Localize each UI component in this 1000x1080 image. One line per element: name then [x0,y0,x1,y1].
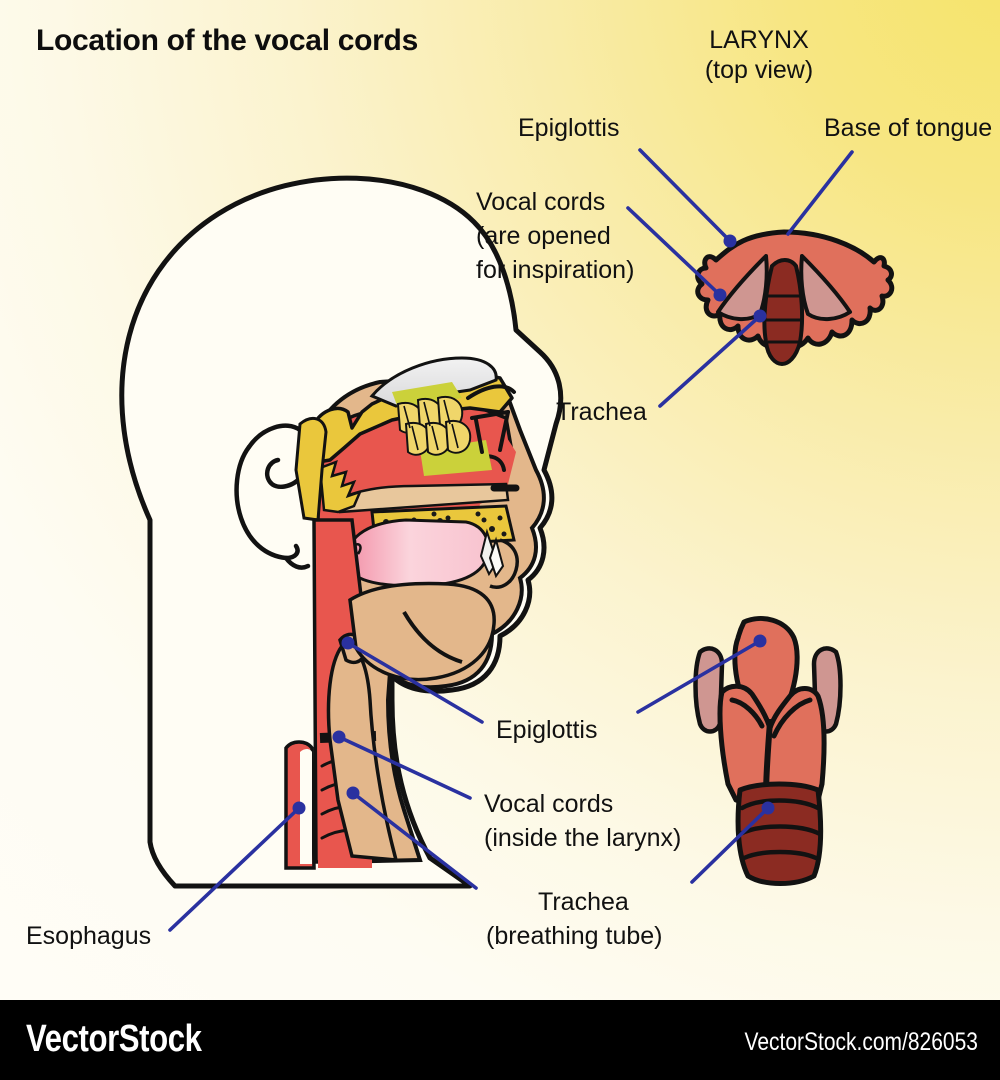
label-trachea-bottom-line2: (breathing tube) [486,922,663,950]
label-epiglottis-top: Epiglottis [518,114,620,142]
label-vocal-cords-open-line3: for inspiration) [476,256,635,284]
label-trachea-bottom-line1: Trachea [538,888,629,916]
larynx-heading-line2: (top view) [704,56,814,84]
vectorstock-logo: VectorStock [26,1018,202,1060]
larynx-heading-line1: LARYNX [709,26,809,54]
label-base-of-tongue: Base of tongue [824,114,993,142]
label-trachea-top: Trachea [556,398,647,426]
label-vocal-cords-open-line2: (are opened [476,222,611,250]
page-title: Location of the vocal cords [36,24,418,57]
label-vocal-cords-open-line1: Vocal cords [476,188,606,216]
label-vocal-cords-inside-line2: (inside the larynx) [484,824,682,852]
vectorstock-url: VectorStock.com/826053 [744,1028,978,1056]
label-esophagus: Esophagus [26,922,152,950]
label-epiglottis-sagittal: Epiglottis [496,716,598,744]
label-vocal-cords-inside-line1: Vocal cords [484,790,614,818]
footer-bar: VectorStock VectorStock.com/826053 [0,1000,1000,1080]
